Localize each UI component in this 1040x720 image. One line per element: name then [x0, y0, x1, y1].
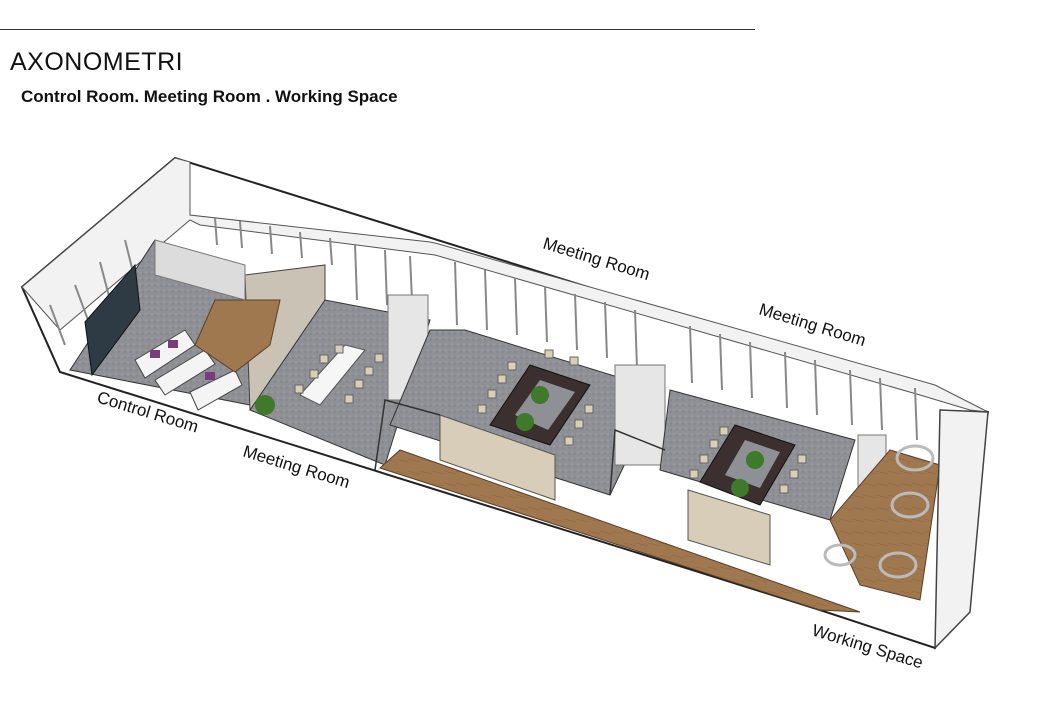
plant-icon — [516, 413, 534, 431]
plant-icon — [255, 395, 275, 415]
control-desks — [134, 329, 243, 411]
meeting-room-2-panels — [439, 414, 556, 501]
meeting-room-3-chairs — [689, 426, 807, 494]
header-rule — [0, 29, 755, 30]
meeting-room-3-panels — [687, 489, 771, 566]
meeting-room-1-chairs — [294, 344, 384, 404]
working-space-wall — [934, 409, 989, 650]
plant-icon — [731, 479, 749, 497]
page-subtitle: Control Room. Meeting Room . Working Spa… — [21, 87, 398, 106]
partition-panels — [154, 239, 246, 301]
plant-icon — [746, 451, 764, 469]
glass-partition — [374, 399, 441, 471]
page-title: AXONOMETRI — [10, 48, 184, 76]
meeting-room-1-table — [299, 344, 366, 406]
curved-canopy — [194, 299, 281, 373]
working-space-floor — [829, 449, 941, 601]
plant-icon — [531, 386, 549, 404]
glass-partition — [609, 428, 666, 496]
window-mullions — [49, 217, 918, 441]
meeting-room-2-chairs — [477, 349, 594, 446]
video-wall — [84, 263, 141, 377]
working-space-pods — [823, 444, 935, 579]
column-2 — [614, 364, 666, 466]
corridor-floor — [379, 449, 861, 613]
meeting-room-1-floor — [249, 299, 431, 466]
